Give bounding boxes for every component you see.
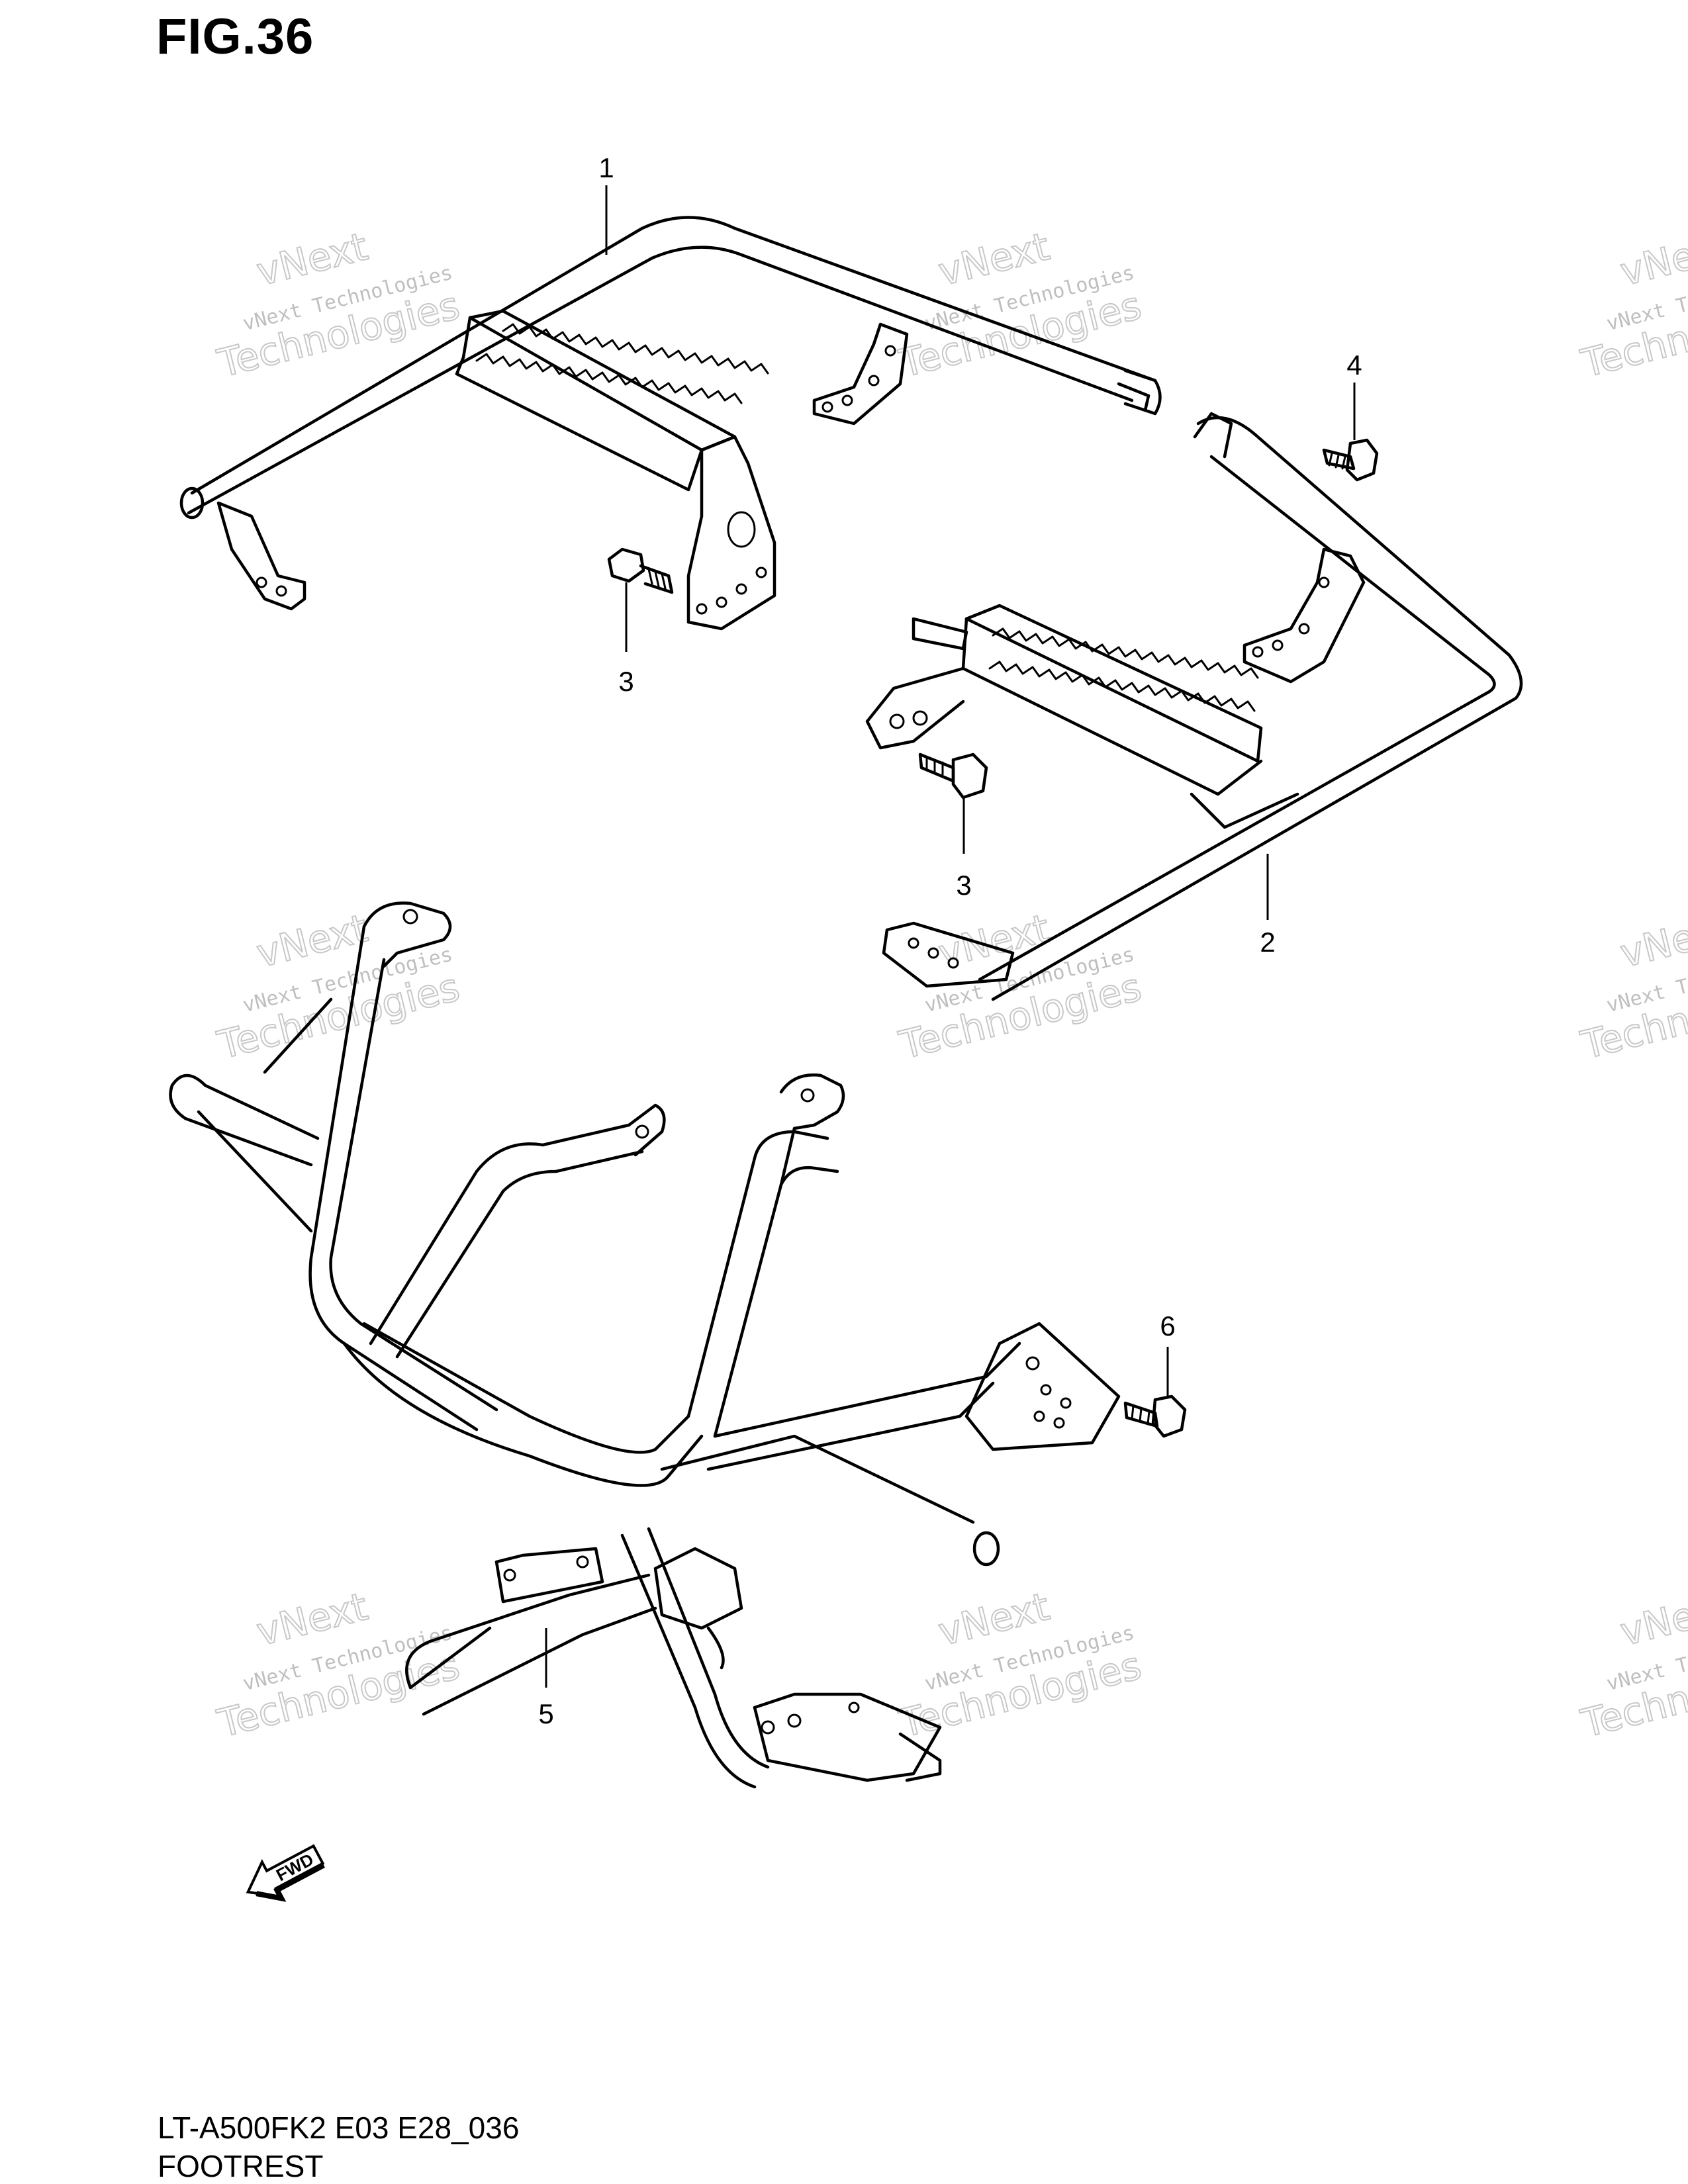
- callout-label: 3: [956, 870, 971, 901]
- callout-label: 6: [1160, 1310, 1175, 1342]
- callout-3-lower: 3: [956, 797, 972, 901]
- watermark-big-top: vNext: [252, 224, 372, 295]
- part-3-bolt-upper: [607, 547, 674, 594]
- section-name: FOOTREST: [158, 2149, 324, 2183]
- figure-title: FIG.36: [156, 9, 314, 65]
- callout-label: 3: [618, 666, 633, 697]
- watermark-big-top: vNext: [252, 1584, 372, 1655]
- callout-1: 1: [598, 152, 614, 255]
- part-4-bolt: [1322, 438, 1379, 482]
- watermark-big-top: vNext: [1616, 1584, 1688, 1655]
- model-code: LT-A500FK2 E03 E28_036: [158, 2111, 520, 2145]
- part-5-lower-frame: [169, 901, 1121, 1789]
- callout-5: 5: [538, 1628, 554, 1729]
- watermark-group: vNext vNext Technologies Technologies vN…: [212, 223, 1688, 1747]
- part-2-right-footrest-bar: [865, 412, 1523, 1001]
- callout-2: 2: [1260, 854, 1276, 958]
- part-6-bolt: [1123, 1394, 1187, 1438]
- callout-3-upper: 3: [618, 582, 634, 697]
- fwd-arrow-icon: FWD: [246, 1844, 325, 1902]
- watermark-big-top: vNext: [934, 1584, 1054, 1655]
- callout-label: 4: [1346, 349, 1362, 381]
- callout-label: 1: [598, 152, 614, 183]
- callout-6: 6: [1160, 1310, 1176, 1396]
- watermark-big-top: vNext: [1616, 905, 1688, 976]
- part-3-bolt-lower: [918, 752, 988, 799]
- callout-4: 4: [1346, 349, 1362, 440]
- watermark-big-top: vNext: [1616, 224, 1688, 295]
- watermark-big-top: vNext: [252, 905, 372, 976]
- part-1-left-footrest-bar: [179, 216, 1162, 631]
- watermark-big-top: vNext: [934, 224, 1054, 295]
- callout-label: 5: [538, 1698, 553, 1729]
- callout-label: 2: [1260, 927, 1275, 958]
